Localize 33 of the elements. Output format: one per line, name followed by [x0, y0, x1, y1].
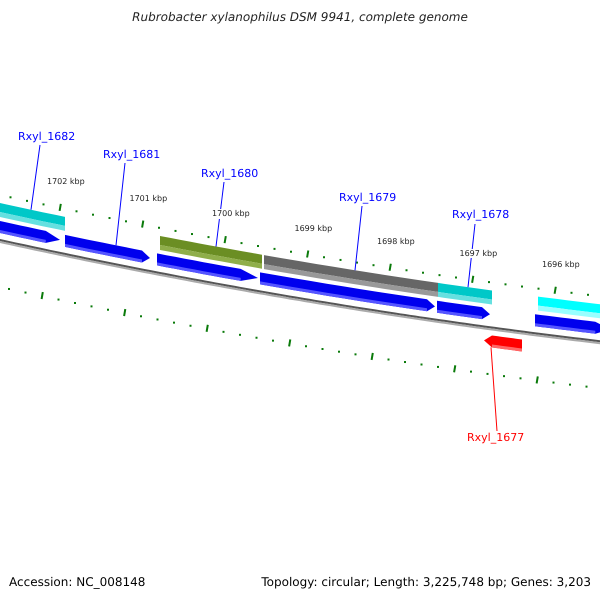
coding-region-feature	[0, 218, 60, 243]
gene-label: Rxyl_1678	[452, 208, 510, 222]
scale-label: 1696 kbp	[542, 260, 580, 270]
scale-label: 1698 kbp	[377, 236, 415, 246]
coding-region-feature	[535, 314, 600, 334]
gene-feature	[538, 296, 600, 319]
gene-label: Rxyl_1681	[103, 148, 160, 162]
coding-region-feature	[65, 234, 150, 262]
gene-label: Rxyl_1680	[201, 167, 258, 180]
genome-summary-text: Topology: circular; Length: 3,225,748 bp; Genes: 3,203	[261, 575, 591, 590]
gene-feature	[160, 236, 262, 269]
gene-feature	[0, 200, 65, 231]
coding-region-feature	[437, 300, 490, 320]
gene-feature	[264, 255, 438, 297]
accession-text: Accession: NC_008148	[9, 575, 146, 590]
gene-label: Rxyl_1679	[339, 191, 396, 204]
gene-feature	[438, 282, 492, 304]
scale-label: 1700 kbp	[212, 209, 250, 219]
scale-label: 1697 kbp	[460, 248, 498, 258]
leader-line	[116, 162, 126, 246]
reverse-coding-region-feature	[484, 336, 522, 352]
leader-line	[468, 224, 476, 288]
scale-label: 1701 kbp	[130, 194, 168, 204]
gene-label: Rxyl_1677	[467, 431, 524, 444]
leader-line	[490, 346, 498, 432]
leader-line	[30, 144, 40, 210]
gene-label: Rxyl_1682	[18, 130, 76, 144]
scale-label: 1702 kbp	[47, 176, 85, 186]
title: Rubrobacter xylanophilus DSM 9941, complete genome	[131, 10, 469, 24]
scale-label: 1699 kbp	[294, 224, 332, 234]
coding-region-feature	[157, 253, 258, 281]
leader-line	[354, 206, 362, 271]
coding-region-feature	[260, 272, 435, 312]
